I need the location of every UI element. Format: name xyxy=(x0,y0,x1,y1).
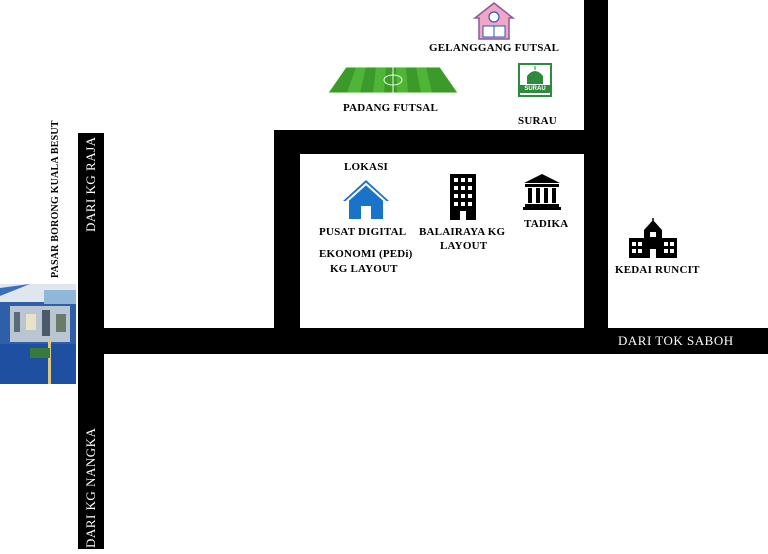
label-kedai-runcit: KEDAI RUNCIT xyxy=(615,264,700,276)
label-padang-futsal: PADANG FUTSAL xyxy=(343,102,438,114)
road-label-kg-raja: DARI KG RAJA xyxy=(83,136,98,232)
road-inner-left-vertical xyxy=(274,130,300,340)
label-surau: SURAU xyxy=(518,115,557,127)
school-icon xyxy=(629,218,677,258)
futsal-hall-icon xyxy=(472,2,516,40)
road-main-horizontal xyxy=(78,328,768,354)
office-building-icon xyxy=(450,174,476,220)
label-gelanggang-futsal: GELANGGANG FUTSAL xyxy=(429,42,560,54)
road-right-vertical xyxy=(584,0,608,354)
road-label-kg-nangka: DARI KG NANGKA xyxy=(83,427,98,548)
bank-building-icon xyxy=(523,174,561,210)
label-pasar-borong: PASAR BORONG KUALA BESUT xyxy=(50,120,61,278)
road-inner-top-horizontal xyxy=(274,130,608,154)
label-tadika: TADIKA xyxy=(524,218,569,230)
market-photo xyxy=(0,284,76,384)
mosque-icon: SURAU xyxy=(518,63,552,97)
label-pedi-line3: KG LAYOUT xyxy=(330,263,398,275)
home-icon xyxy=(343,180,389,219)
surau-sign-text: SURAU xyxy=(520,85,550,93)
football-field-icon xyxy=(327,66,459,94)
label-balairaya-line2: LAYOUT xyxy=(440,240,488,252)
label-pedi-line2: EKONOMI (PEDi) xyxy=(319,248,413,260)
label-pedi-line1: PUSAT DIGITAL xyxy=(319,226,407,238)
label-balairaya-line1: BALAIRAYA KG xyxy=(419,226,506,238)
road-label-tok-saboh: DARI TOK SABOH xyxy=(618,333,734,348)
label-lokasi: LOKASI xyxy=(344,161,388,173)
